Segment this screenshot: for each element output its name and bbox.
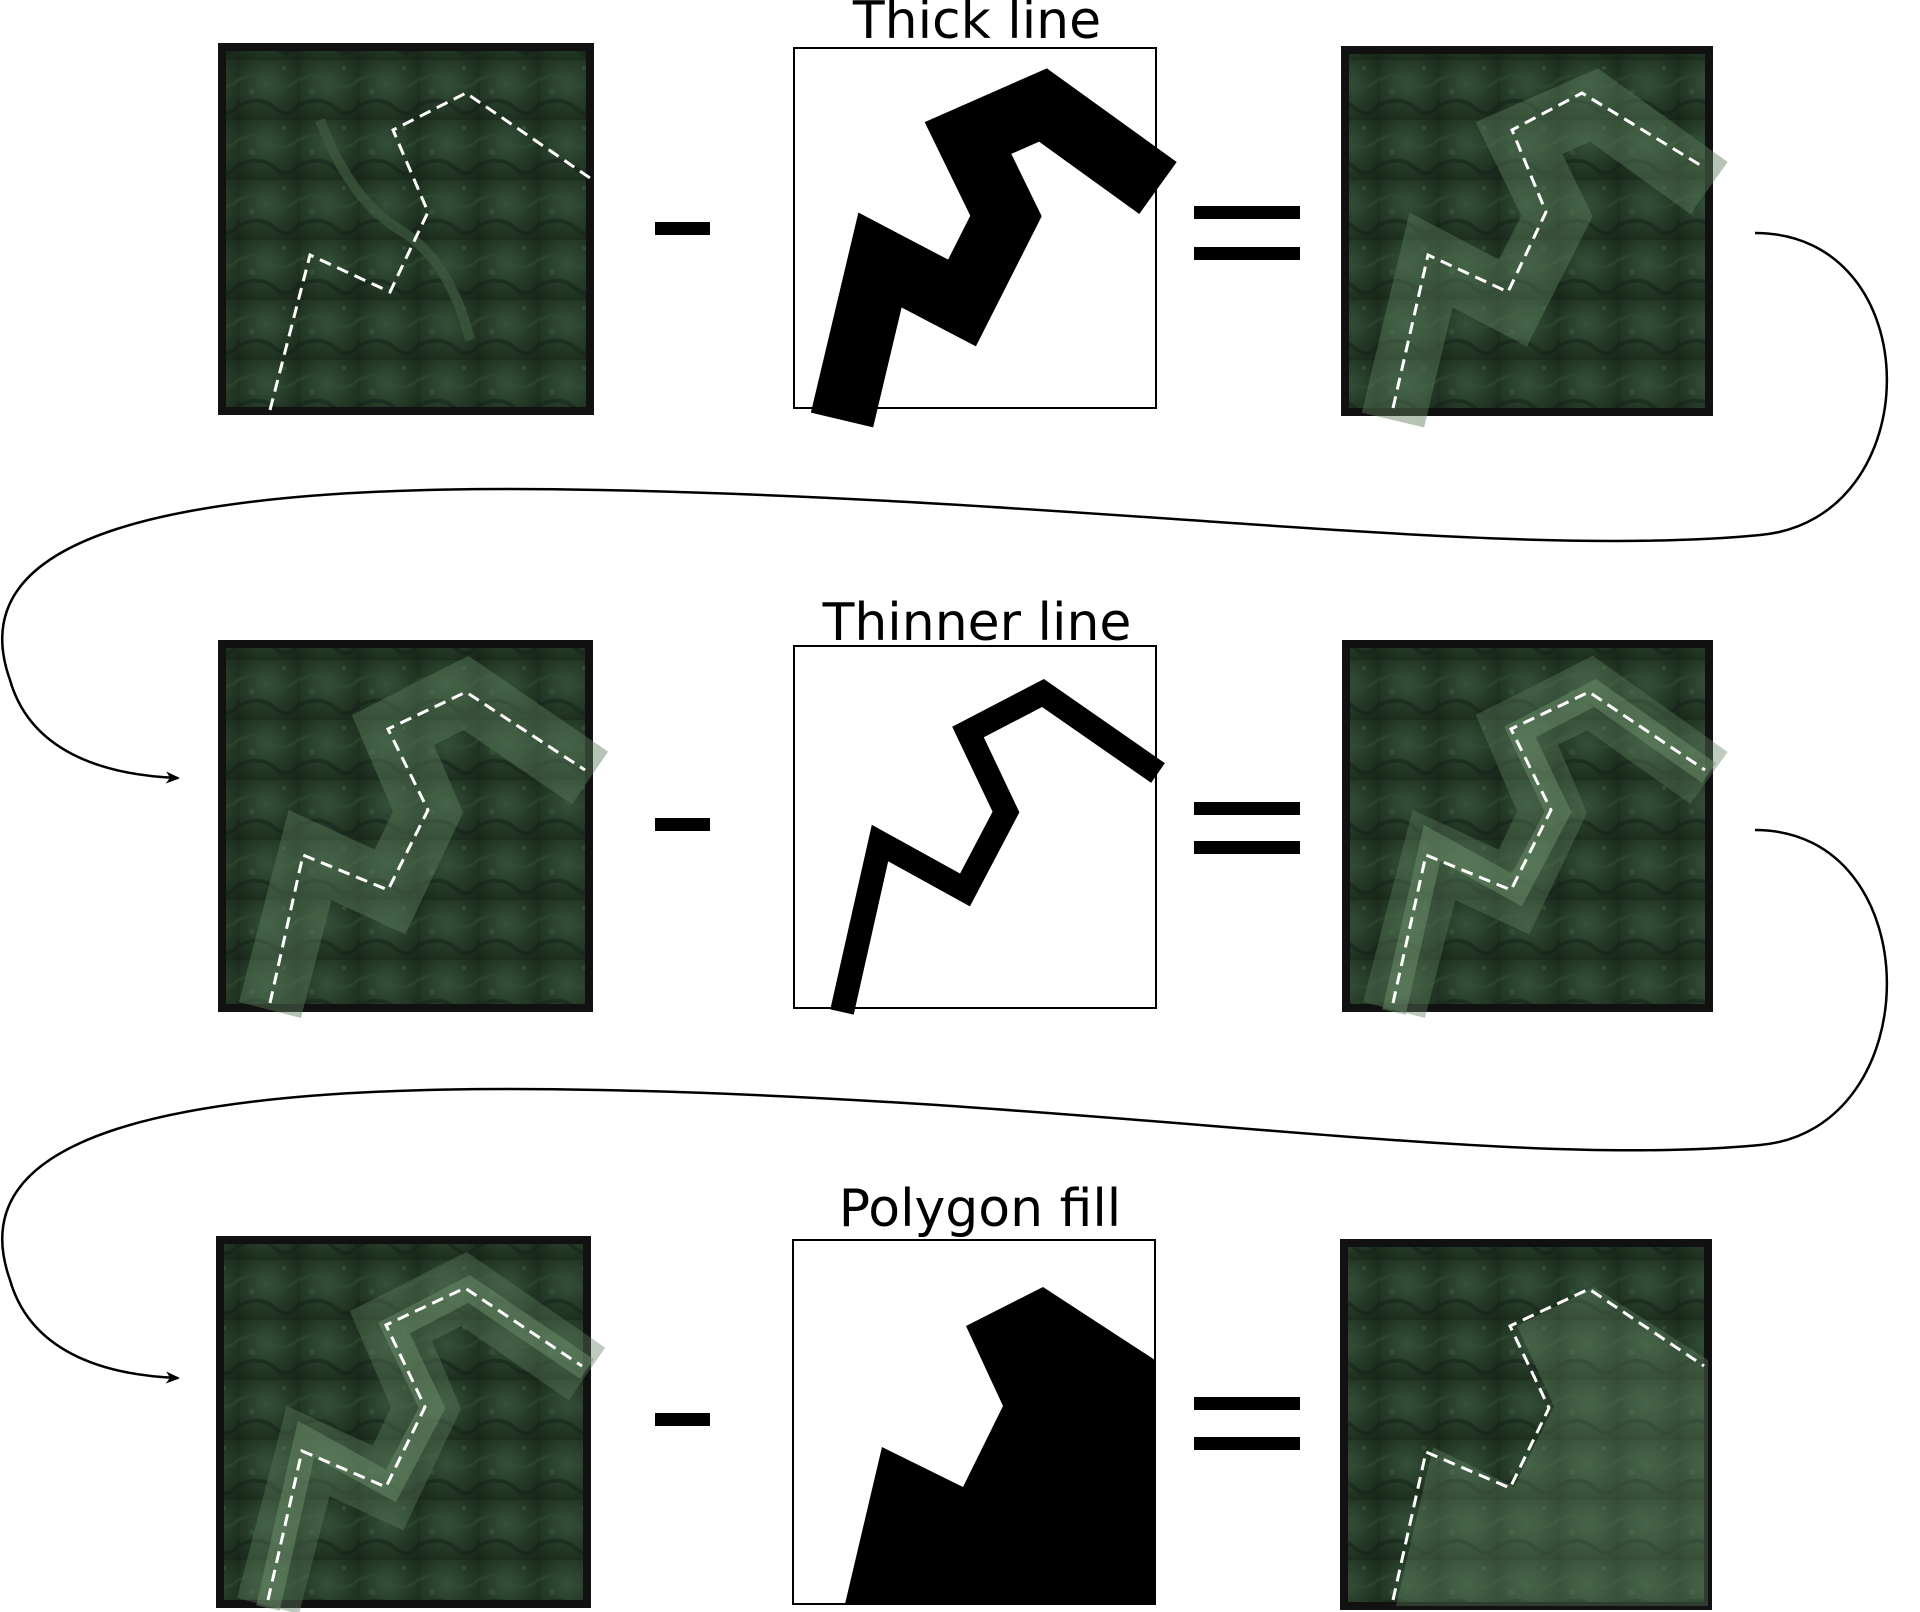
dashed-boundary-path bbox=[1391, 1287, 1705, 1601]
mask-shape bbox=[810, 68, 1177, 428]
equals-operator-icon bbox=[1194, 1397, 1300, 1450]
mask-title: Thinner line bbox=[822, 593, 1132, 653]
dashed-boundary-path bbox=[268, 690, 586, 1004]
minus-operator-icon bbox=[655, 222, 710, 235]
equals-operator-icon bbox=[1194, 802, 1300, 854]
mask-shape bbox=[830, 679, 1165, 1015]
minus-operator-icon bbox=[655, 818, 710, 831]
mask-title: Thick line bbox=[852, 0, 1101, 51]
row-1: Thick line bbox=[218, 0, 1728, 428]
equals-operator-icon bbox=[1194, 206, 1300, 260]
connector-arrow-row2-to-row3 bbox=[0, 828, 1889, 1384]
mask-thinner-line: Thinner line bbox=[793, 593, 1165, 1015]
input-satellite-image-row1 bbox=[218, 43, 594, 415]
dashed-boundary-path bbox=[268, 91, 591, 411]
result-satellite-image-row1 bbox=[1341, 46, 1728, 428]
result-satellite-image-row2 bbox=[1342, 640, 1728, 1018]
input-satellite-image-row2 bbox=[218, 640, 609, 1018]
result-satellite-image-row3 bbox=[1340, 1239, 1712, 1610]
dashed-boundary-path bbox=[1391, 690, 1706, 1004]
dashed-boundary-path bbox=[266, 1286, 583, 1601]
input-satellite-image-row3 bbox=[216, 1236, 606, 1612]
minus-operator-icon bbox=[655, 1413, 710, 1426]
mask-title: Polygon fill bbox=[839, 1179, 1122, 1239]
mask-shape bbox=[845, 1287, 1155, 1604]
mask-polygon-fill: Polygon fill bbox=[792, 1179, 1156, 1605]
row-3: Polygon fill bbox=[216, 1179, 1712, 1612]
connector-arrow-row1-to-row2 bbox=[0, 231, 1889, 784]
dashed-boundary-path bbox=[1391, 91, 1706, 409]
mask-thick-line: Thick line bbox=[793, 0, 1177, 428]
row-2: Thinner line bbox=[218, 593, 1728, 1018]
